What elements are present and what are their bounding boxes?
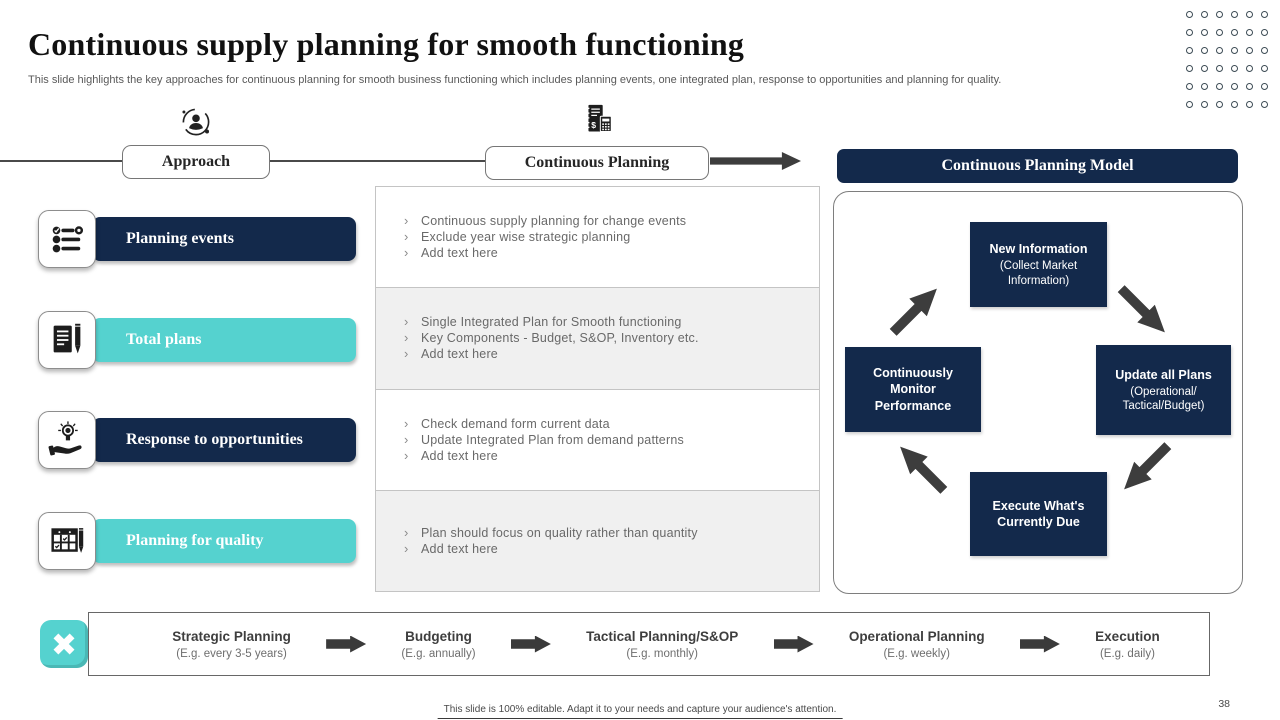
bullet-point: Single Integrated Plan for Smooth functi…	[404, 314, 699, 329]
node-subtitle: (Operational/ Tactical/Budget)	[1122, 385, 1205, 413]
timeline-stage: Tactical Planning/S&OP (E.g. monthly)	[586, 629, 738, 660]
document-pencil-icon	[38, 311, 96, 369]
approach-bar-label: Response to opportunities	[126, 431, 303, 448]
bullet-point: Add text here	[404, 346, 699, 361]
bullet-point: Plan should focus on quality rather than…	[404, 525, 698, 540]
stage-subtitle: (E.g. annually)	[401, 647, 476, 660]
approach-bar: Response to opportunities	[92, 418, 356, 462]
node-subtitle: (Collect Market Information)	[999, 260, 1078, 287]
flow-arrow-icon	[710, 152, 801, 170]
details-section: Plan should focus on quality rather than…	[376, 489, 819, 591]
timeline-arrow-icon	[510, 635, 551, 653]
timeline-stage: Budgeting (E.g. annually)	[401, 629, 475, 660]
stage-subtitle: (E.g. every 3-5 years)	[176, 647, 287, 660]
timeline-stage: Execution (E.g. daily)	[1095, 629, 1160, 660]
bullet-point: Add text here	[404, 245, 686, 260]
stage-subtitle: (E.g. daily)	[1099, 647, 1155, 660]
timeline-arrow-icon	[326, 635, 367, 653]
timeline-arrow-icon	[773, 635, 814, 653]
calendar-pen-icon	[38, 512, 96, 570]
node-title: Continuously Monitor Performance	[873, 366, 953, 413]
bullet-point: Check demand form current data	[404, 416, 684, 431]
approach-bar: Total plans	[92, 318, 356, 362]
approach-bar-label: Total plans	[126, 331, 202, 348]
approach-bar-label: Planning for quality	[126, 532, 264, 549]
approach-bar: Planning events	[92, 217, 356, 261]
svg-text:$: $	[591, 120, 596, 130]
x-cross-icon	[40, 620, 88, 668]
model-node-update-all-plans: Update all Plans (Operational/ Tactical/…	[1096, 345, 1231, 435]
stage-title: Operational Planning	[848, 628, 985, 644]
notebook-calculator-icon: $	[578, 102, 616, 140]
hand-lightbulb-icon	[38, 411, 96, 469]
approach-bar: Planning for quality	[92, 519, 356, 563]
timeline-stage: Strategic Planning (E.g. every 3-5 years…	[172, 629, 291, 660]
stage-title: Tactical Planning/S&OP	[586, 628, 739, 644]
stage-title: Strategic Planning	[172, 628, 291, 644]
dots-decoration	[1186, 11, 1268, 108]
stage-title: Execution	[1095, 628, 1160, 644]
stage-title: Budgeting	[405, 628, 472, 644]
footer-note: This slide is 100% editable. Adapt it to…	[437, 704, 843, 719]
stage-subtitle: (E.g. monthly)	[626, 647, 698, 660]
node-title: Update all Plans	[1115, 367, 1212, 382]
details-section: Single Integrated Plan for Smooth functi…	[376, 287, 819, 389]
page-title: Continuous supply planning for smooth fu…	[28, 26, 745, 62]
details-section: Check demand form current data Update In…	[376, 388, 819, 490]
checklist-icon	[38, 210, 96, 268]
approach-bar-label: Planning events	[126, 230, 235, 247]
bullet-point: Key Components - Budget, S&OP, Inventory…	[404, 330, 699, 345]
approach-header: Approach	[122, 145, 270, 179]
details-panel: Continuous supply planning for change ev…	[375, 186, 820, 592]
timeline-stage: Operational Planning (E.g. weekly)	[849, 629, 985, 660]
bullet-point: Add text here	[404, 541, 698, 556]
planning-timeline: Strategic Planning (E.g. every 3-5 years…	[88, 612, 1210, 676]
continuous-planning-header: Continuous Planning	[485, 146, 709, 180]
node-title: Execute What's Currently Due	[992, 498, 1085, 529]
page-number: 38	[1218, 698, 1230, 710]
person-orbit-icon	[175, 101, 217, 143]
bullet-point: Add text here	[404, 448, 684, 463]
bullet-point: Update Integrated Plan from demand patte…	[404, 432, 684, 447]
model-title: Continuous Planning Model	[837, 149, 1238, 183]
stage-subtitle: (E.g. weekly)	[883, 647, 950, 660]
timeline-arrow-icon	[1019, 635, 1060, 653]
bullet-point: Continuous supply planning for change ev…	[404, 213, 686, 228]
page-subtitle: This slide highlights the key approaches…	[28, 74, 1002, 86]
details-section: Continuous supply planning for change ev…	[376, 187, 819, 287]
node-title: New Information	[989, 242, 1088, 256]
model-node-new-information: New Information (Collect Market Informat…	[970, 222, 1107, 307]
model-node-execute-due: Execute What's Currently Due	[970, 472, 1107, 556]
model-node-monitor-performance: Continuously Monitor Performance	[845, 347, 981, 432]
bullet-point: Exclude year wise strategic planning	[404, 229, 686, 244]
